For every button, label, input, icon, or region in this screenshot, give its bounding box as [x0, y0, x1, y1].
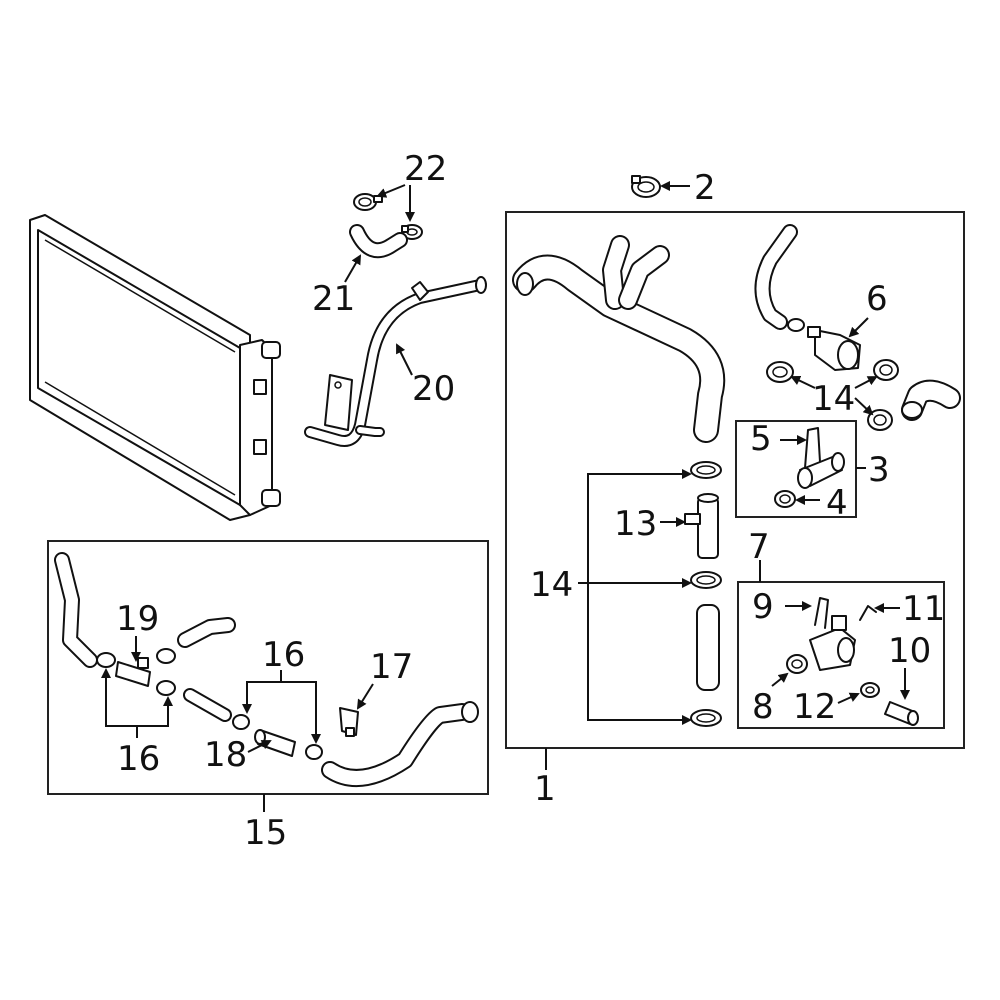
left-long-hose [54, 552, 98, 668]
clamp-top [156, 648, 176, 664]
callout-12: 12 [793, 687, 836, 727]
callout-2: 2 [694, 168, 716, 208]
fitting-6 [807, 326, 861, 371]
callout-4: 4 [826, 483, 848, 523]
bracket-17 [339, 707, 359, 737]
sensor-10 [884, 701, 919, 726]
clamp-22b [401, 224, 423, 240]
oring-4 [774, 490, 796, 508]
callout-14-upper: 14 [812, 379, 855, 419]
callout-7: 7 [748, 527, 770, 567]
box-15 [47, 540, 489, 795]
clamp-14-a [766, 361, 794, 383]
tee-fitting-7 [809, 615, 856, 671]
small-hose [754, 224, 805, 332]
callout-13: 13 [614, 504, 657, 544]
clamp-14-f [690, 709, 722, 727]
clamp-14-e [690, 571, 722, 589]
callout-1: 1 [534, 769, 556, 809]
lower-long-hose [321, 701, 479, 787]
callout-19: 19 [116, 599, 159, 639]
callout-9: 9 [752, 587, 774, 627]
connector-18 [254, 729, 296, 757]
clamp-22a [353, 193, 383, 211]
clamp-14-c [867, 409, 893, 431]
box-1 [505, 211, 965, 749]
upper-hose [512, 235, 726, 443]
tee-13 [684, 493, 719, 559]
callout-5: 5 [750, 419, 772, 459]
callout-8: 8 [752, 687, 774, 727]
callout-11: 11 [902, 589, 945, 629]
mid-hose-upper [177, 617, 236, 648]
mid-hose-lower [183, 688, 232, 722]
callout-20: 20 [412, 369, 455, 409]
callout-10: 10 [888, 631, 931, 671]
callout-15: 15 [244, 813, 287, 853]
callout-22: 22 [404, 149, 447, 189]
clamp-14-b [873, 359, 899, 381]
hose-21 [349, 224, 408, 259]
connector-19 [115, 657, 151, 687]
callout-18: 18 [204, 735, 247, 775]
callout-21: 21 [312, 279, 355, 319]
clamp-16-d [305, 744, 323, 760]
short-hose [901, 379, 961, 421]
clamp-16-a [96, 652, 116, 668]
callout-16-upper: 16 [262, 635, 305, 675]
connector-3 [797, 452, 845, 489]
pipe-20 [304, 276, 487, 447]
callout-6: 6 [866, 279, 888, 319]
oring-8 [786, 654, 808, 674]
clip-9 [814, 597, 829, 629]
radiator [29, 214, 281, 521]
clamp-14-d [690, 461, 722, 479]
clip-11 [859, 605, 877, 621]
callout-14-left: 14 [530, 565, 573, 605]
box-7 [737, 581, 945, 729]
oring-12 [860, 682, 880, 698]
callout-17: 17 [370, 647, 413, 687]
straight-hose [696, 604, 720, 691]
callout-labels: 22 21 20 2 6 14 5 3 4 13 7 14 9 11 10 8 … [116, 149, 945, 853]
clamp-16-c [232, 714, 250, 730]
clamp-2 [631, 175, 661, 198]
callout-3: 3 [868, 450, 890, 490]
clip-5 [804, 427, 821, 469]
callout-16-lower: 16 [117, 739, 160, 779]
leader-lines [101, 181, 910, 812]
clamp-16-b [156, 680, 176, 696]
